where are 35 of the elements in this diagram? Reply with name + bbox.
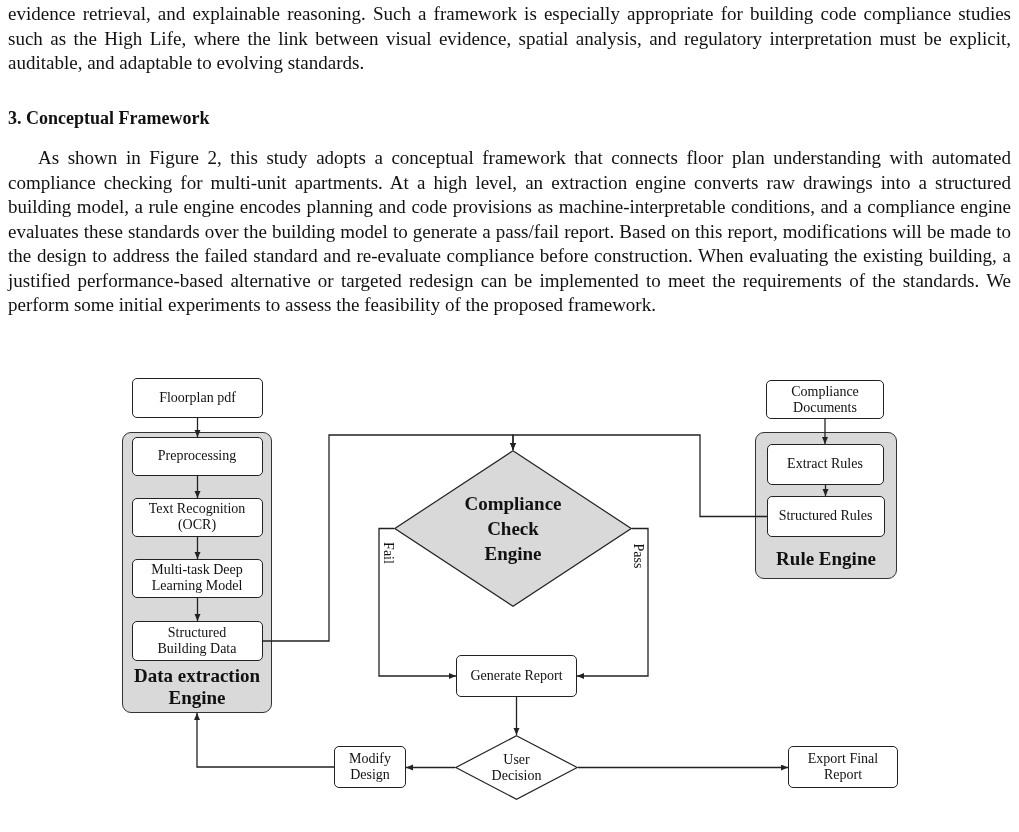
process-box: Text Recognition (OCR) (131, 497, 263, 537)
arrow (822, 484, 829, 497)
process-box: Modify Design (334, 746, 406, 788)
section-heading: 3. Conceptual Framework (8, 107, 211, 130)
arrow (405, 764, 456, 771)
arrow (378, 527, 457, 679)
arrow (194, 712, 335, 768)
process-box: Preprocessing (131, 436, 263, 476)
panel-title: Data extraction Engine (132, 665, 262, 709)
arrow (822, 418, 828, 445)
decision-diamond (394, 450, 632, 607)
diamond-label: Compliance Check Engine (463, 492, 563, 566)
arrow (513, 696, 520, 736)
process-box: Generate Report (456, 655, 577, 697)
process-box: Extract Rules (766, 443, 884, 485)
process-box: Structured Building Data (131, 620, 263, 661)
body-paragraph: evidence retrieval, and explainable reasoning. Such a framework is especially appropriate for building code compliance studies such as the High Life, where the link between visual evidence, spatial analysis, and regulatory interpretation must be explicit, auditable, and adaptable to evolving standards. (8, 2, 1011, 75)
diamond-label: User Decision (490, 751, 543, 784)
engine-panel (755, 432, 897, 579)
arrow (510, 434, 768, 518)
process-box: Multi-task Deep Learning Model (131, 558, 263, 598)
panel-title: Rule Engine (776, 548, 876, 570)
arrow (194, 417, 201, 438)
arrow (194, 536, 201, 560)
arrow (576, 527, 649, 679)
engine-panel (122, 432, 272, 713)
arrow (194, 597, 201, 622)
process-box: Structured Rules (766, 495, 885, 537)
decision-diamond (455, 735, 578, 800)
arrow (577, 764, 789, 771)
process-box: Export Final Report (788, 746, 898, 788)
process-box: Compliance Documents (766, 380, 884, 419)
arrow (194, 475, 201, 499)
process-box: Floorplan pdf (132, 378, 263, 418)
body-paragraph: As shown in Figure 2, this study adopts a conceptual framework that connects floor plan understanding with automated compliance checking for multi-unit apartments. At a high level, an extraction engine converts raw drawings into a structured building model, a rule engine encodes planning and code provisions as machine-interpretable conditions, and a compliance engine evaluates these standards over the building model to generate a pass/fail report. Based on this report, modifications will be made to the design to address the failed standard and re-evaluate compliance before construction. When evaluating the existing building, a justified performance-based alternative or targeted redesign can be implemented to meet the requirements of the standards. We perform some initial experiments to assess the feasibility of the proposed framework. (8, 146, 1011, 317)
